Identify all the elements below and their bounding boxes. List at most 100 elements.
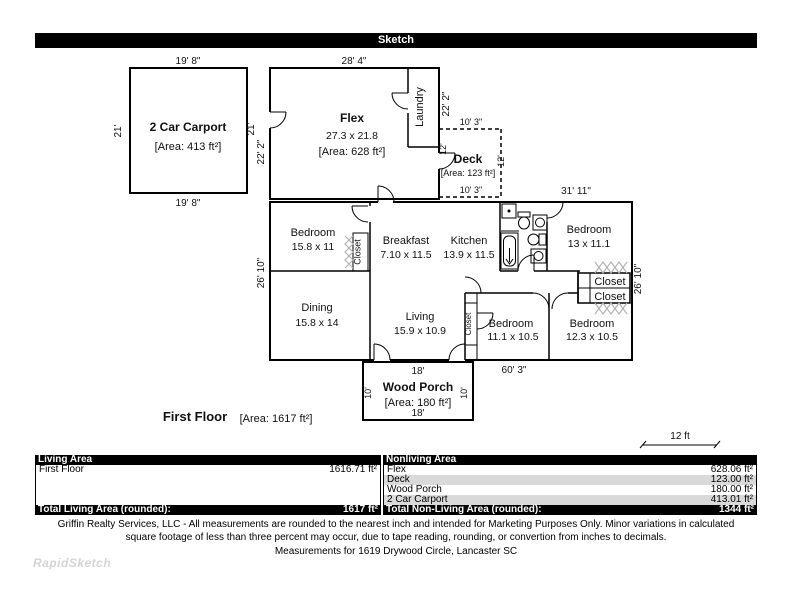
breakfast-label: Breakfast	[383, 235, 429, 247]
carport-dim-bottom: 19' 8"	[176, 198, 201, 209]
porch-dim-bottom: 18'	[411, 408, 424, 419]
bedroom-dims: 12.3 x 10.5	[566, 331, 618, 343]
breakfast-dims: 7.10 x 11.5	[380, 249, 431, 261]
bathtub-arrow-icon	[505, 258, 514, 265]
door-arc	[551, 292, 569, 310]
table-row: 2 Car Carport 413.01 ft²	[384, 495, 756, 505]
deck-dim-bottom: 10' 3"	[460, 185, 482, 195]
bifold-door-icon	[344, 235, 354, 269]
flex-dim-left: 22' 2"	[256, 139, 267, 164]
bedroom-label: Bedroom	[567, 224, 612, 236]
row-value: 123.00 ft²	[710, 474, 753, 485]
laundry-label: Laundry	[414, 87, 426, 127]
sink-icon	[532, 214, 548, 231]
door-arc	[448, 343, 466, 361]
deck-dim-top: 10' 3"	[460, 117, 482, 127]
scale-tick	[639, 440, 647, 449]
closet-label: Closet	[594, 291, 625, 303]
bedroom-label: Bedroom	[489, 318, 534, 330]
row-label: Deck	[387, 474, 410, 485]
row-value: 413.01 ft²	[710, 494, 753, 505]
bifold-door-icon	[594, 301, 628, 316]
deck-dim-left: 12'	[438, 143, 448, 155]
porch-outline	[362, 361, 474, 421]
closet-label: Closet	[594, 276, 625, 288]
closet-label: Closet	[353, 239, 363, 265]
door-arc	[438, 152, 456, 170]
nonliving-table-header: Nonliving Area	[383, 455, 757, 465]
bedroom-dims: 13 x 11.1	[568, 238, 611, 250]
scale-tick	[713, 440, 721, 449]
door-arc	[546, 201, 564, 219]
table-row-empty	[36, 475, 380, 485]
living-table-footer: Total Living Area (rounded): 1617 ft²	[35, 505, 381, 515]
carport-dim-right: 21'	[246, 122, 257, 135]
row-label: 2 Car Carport	[387, 494, 448, 505]
bifold-door-icon	[594, 260, 628, 275]
footer-value: 1617 ft²	[342, 504, 378, 515]
table-row-empty	[36, 485, 380, 495]
row-value: 1616.71 ft²	[329, 464, 377, 475]
closet-label: Closet	[464, 312, 473, 335]
door-arc	[517, 254, 535, 272]
flex-label: Flex	[340, 111, 364, 125]
footer-value: 1344 ft²	[718, 504, 754, 515]
scale-bar: 12 ft	[639, 431, 721, 449]
porch-dim-top: 18'	[411, 366, 424, 377]
kitchen-label: Kitchen	[451, 235, 488, 247]
toilet-tank-icon	[517, 211, 531, 218]
sink-basin-icon	[533, 251, 544, 261]
flex-dim-top: 28' 4"	[342, 56, 367, 67]
carport-outline	[129, 67, 248, 194]
bedroom-dims: 11.1 x 10.5	[487, 331, 538, 343]
door-arc	[532, 292, 550, 310]
table-row: First Floor 1616.71 ft²	[36, 465, 380, 475]
rapidsketch-logo: RapidSketch	[33, 556, 112, 570]
porch-area: [Area: 180 ft²]	[385, 397, 452, 409]
living-area-table: Living Area First Floor 1616.71 ft² Tota…	[35, 455, 381, 515]
main-dim-bottom: 60' 3"	[502, 365, 527, 376]
door-arc	[476, 312, 494, 330]
door-arc	[373, 343, 391, 361]
sink-icon	[530, 248, 547, 264]
carport-dim-left: 21'	[113, 124, 124, 137]
porch-label: Wood Porch	[383, 380, 453, 394]
bathtub-basin-icon	[503, 235, 516, 267]
row-label: First Floor	[39, 464, 84, 475]
dining-label: Dining	[301, 302, 332, 314]
bedroom-label: Bedroom	[291, 227, 336, 239]
bifold-door-icon	[344, 235, 354, 269]
door-arc	[351, 205, 369, 223]
deck-label: Deck	[454, 152, 483, 166]
living-dims: 15.9 x 10.9	[394, 325, 446, 337]
washer-icon	[501, 203, 517, 219]
flex-outline	[269, 67, 440, 200]
row-label: Wood Porch	[387, 484, 442, 495]
kitchen-dims: 13.9 x 11.5	[443, 249, 494, 261]
title-bar: Sketch	[35, 33, 757, 48]
living-table-header: Living Area	[35, 455, 381, 465]
sink-basin-icon	[535, 217, 545, 228]
carport-dim-top: 19' 8"	[176, 56, 201, 67]
bedroom-dims: 15.8 x 11	[292, 241, 335, 253]
porch-dim-left: 10'	[363, 387, 373, 399]
floor-plan-canvas: 19' 8" 19' 8" 21' 21' 2 Car Carport [Are…	[113, 56, 721, 449]
toilet-icon	[527, 233, 540, 246]
bedroom-label: Bedroom	[570, 318, 615, 330]
row-value: 180.00 ft²	[710, 484, 753, 495]
door-arc	[269, 111, 287, 129]
disclaimer-text: Griffin Realty Services, LLC - All measu…	[57, 519, 735, 543]
flex-dims: 27.3 x 21.8	[326, 130, 378, 142]
carport-label: 2 Car Carport	[150, 120, 227, 134]
main-dim-left: 26' 10"	[256, 257, 267, 288]
nonliving-table-footer: Total Non-Living Area (rounded): 1344 ft…	[383, 505, 757, 515]
floor-area: [Area: 1617 ft²]	[240, 413, 313, 425]
living-table-rows: First Floor 1616.71 ft²	[35, 465, 381, 505]
table-row: Wood Porch 180.00 ft²	[384, 485, 756, 495]
closet-outline	[464, 302, 478, 346]
main-dim-right: 26' 10"	[633, 263, 644, 294]
bifold-door-icon	[594, 301, 628, 316]
toilet-tank-icon	[538, 233, 547, 246]
address-text: Measurements for 1619 Drywood Circle, La…	[274, 546, 518, 557]
washer-knob-icon	[507, 209, 511, 213]
